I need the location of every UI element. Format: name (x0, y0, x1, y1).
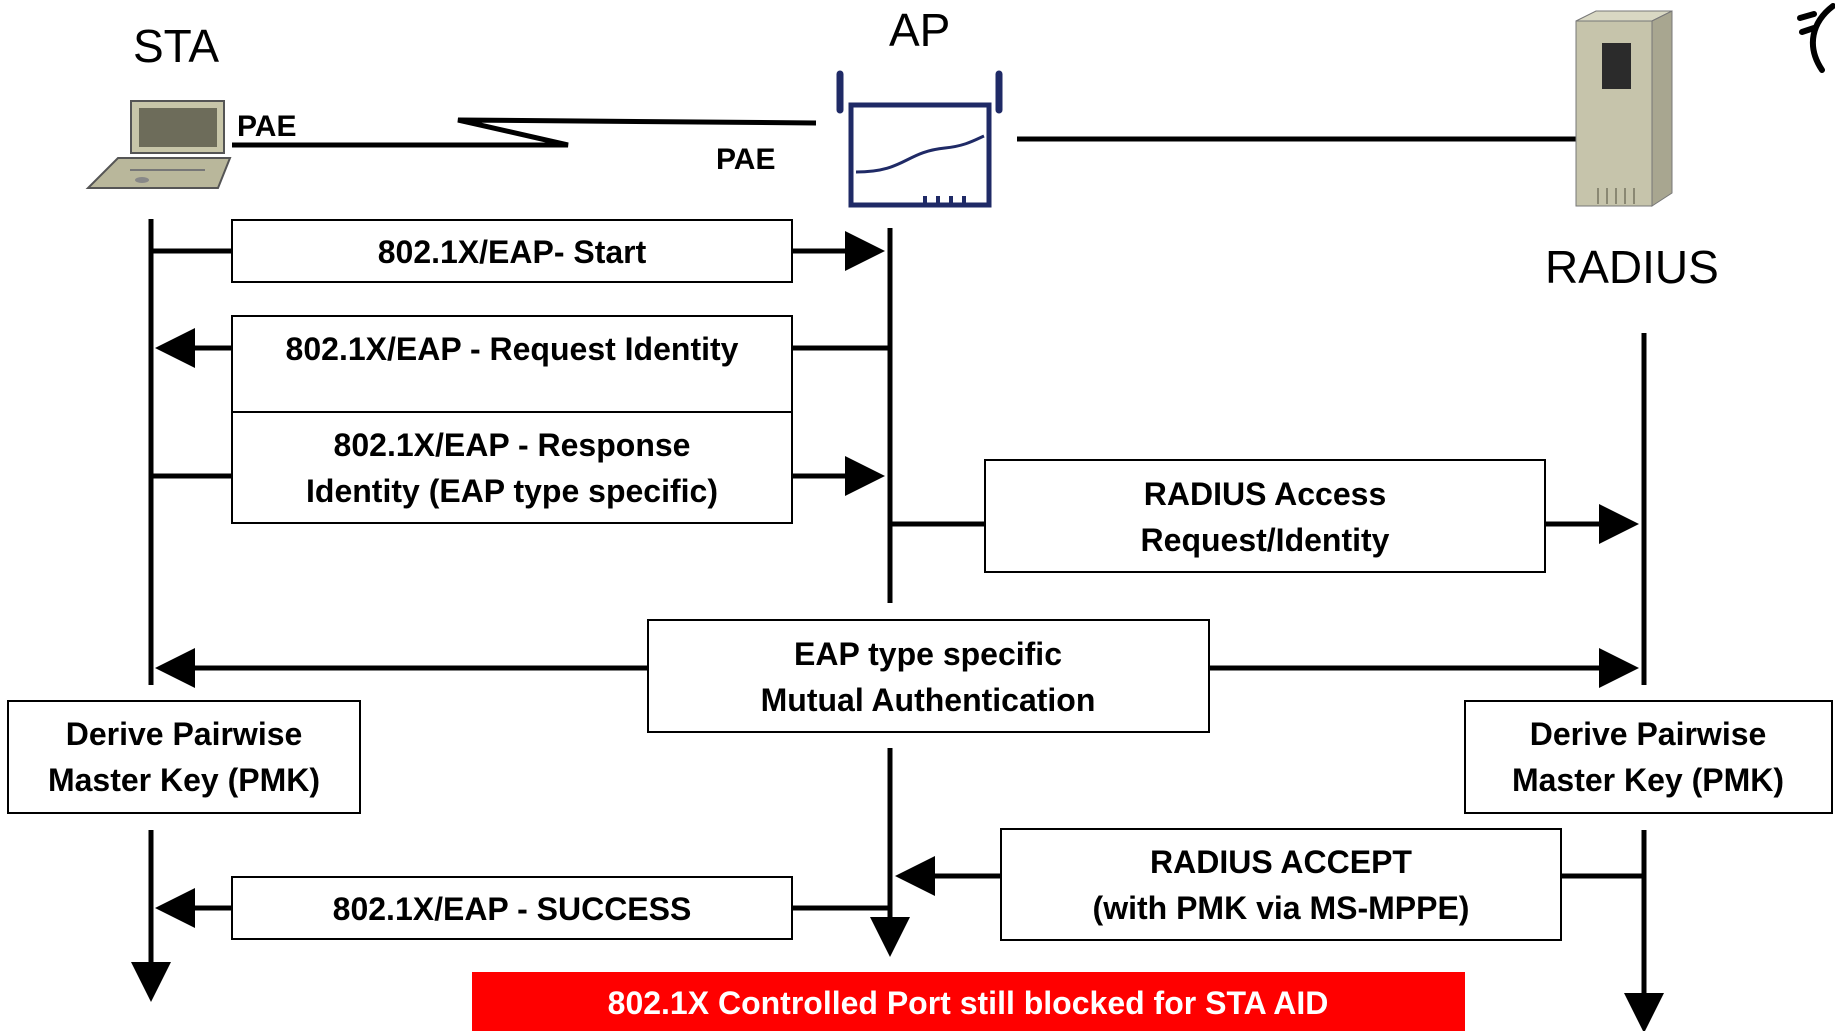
radius-label: RADIUS (1545, 241, 1719, 293)
msg-request-identity-label: 802.1X/EAP - Request Identity (286, 331, 739, 367)
derive-pmk-sta: Derive Pairwise Master Key (PMK) (7, 700, 361, 814)
msg-radius-accept-line1: RADIUS ACCEPT (1150, 844, 1412, 880)
msg-eap-success: 802.1X/EAP - SUCCESS (155, 876, 890, 940)
derive-pmk-radius-line2: Master Key (PMK) (1512, 762, 1784, 798)
msg-response-identity-line1: 802.1X/EAP - Response (334, 427, 691, 463)
derive-pmk-sta-line2: Master Key (PMK) (48, 762, 320, 798)
derive-pmk-sta-line1: Derive Pairwise (66, 716, 303, 752)
sta-label: STA (133, 20, 219, 72)
msg-radius-accept-line2: (with PMK via MS-MPPE) (1093, 890, 1470, 926)
msg-response-identity-line2: Identity (EAP type specific) (306, 473, 718, 509)
msg-eap-success-label: 802.1X/EAP - SUCCESS (333, 891, 692, 927)
derive-pmk-radius: Derive Pairwise Master Key (PMK) (1464, 700, 1833, 814)
msg-mutual-auth-line2: Mutual Authentication (761, 682, 1096, 718)
server-icon (1575, 10, 1673, 207)
derive-pmk-radius-line1: Derive Pairwise (1530, 716, 1767, 752)
msg-radius-access-request-line1: RADIUS Access (1144, 476, 1386, 512)
laptop-icon (85, 100, 232, 189)
sta-pae-label: PAE (237, 110, 296, 143)
msg-mutual-auth: EAP type specific Mutual Authentication (155, 619, 1639, 733)
access-point-icon (836, 70, 1003, 208)
msg-request-identity: 802.1X/EAP - Request Identity (155, 315, 890, 413)
ap-pae-label: PAE (716, 143, 775, 176)
status-banner-text: 802.1X Controlled Port still blocked for… (608, 985, 1329, 1021)
msg-radius-access-request: RADIUS Access Request/Identity (890, 459, 1639, 573)
msg-mutual-auth-line1: EAP type specific (794, 636, 1062, 672)
wireless-link (232, 117, 817, 148)
msg-radius-access-request-line2: Request/Identity (1141, 522, 1390, 558)
logo-fragment-icon (1797, 3, 1835, 73)
msg-eap-start-label: 802.1X/EAP- Start (378, 234, 647, 270)
ap-label: AP (889, 4, 950, 56)
msg-eap-start: 802.1X/EAP- Start (151, 219, 885, 283)
msg-radius-accept: RADIUS ACCEPT (with PMK via MS-MPPE) (895, 828, 1644, 941)
msg-response-identity: 802.1X/EAP - Response Identity (EAP type… (151, 411, 885, 524)
status-banner: 802.1X Controlled Port still blocked for… (472, 972, 1465, 1031)
